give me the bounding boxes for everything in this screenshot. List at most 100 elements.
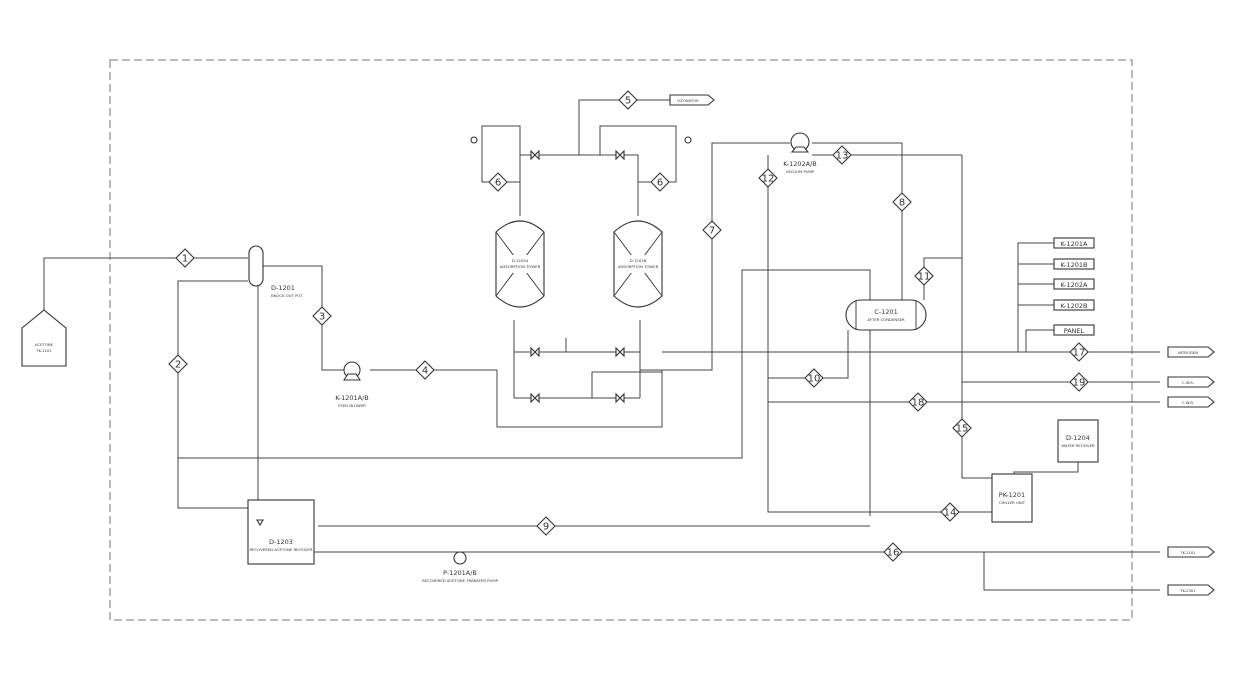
stream-number: 10	[808, 374, 821, 385]
transfer-pump-desc: RECOVERED ACETONE TRANSFER PUMP	[422, 578, 499, 583]
header-tag-k-1202b: K-1202B	[1053, 299, 1095, 311]
stream-marker-8: 8	[892, 192, 912, 212]
stream-number: 6	[657, 178, 663, 189]
stream-number: 14	[944, 508, 957, 519]
offpage-connectors: OZONATOR NITROGEN C.W.S. C.W.R. TK-1101 …	[669, 94, 1215, 596]
stream-number: 15	[956, 424, 969, 435]
receiver-desc: RECOVERED ACETONE RECEIVER	[250, 547, 313, 552]
stream-marker-4: 4	[415, 360, 435, 380]
header-tag-panel: PANEL	[1053, 324, 1095, 336]
stream-marker-12: 12	[758, 168, 778, 188]
receiver-tag: D-1203	[269, 538, 293, 546]
offpage-out2: TK-2301	[1167, 584, 1215, 596]
offpage-vent-label: OZONATOR	[677, 98, 699, 103]
offpage-nitrogen: NITROGEN	[1167, 346, 1215, 358]
header-tag-label: K-1201B	[1061, 261, 1088, 269]
stream-number: 7	[709, 226, 715, 237]
stream-number: 19	[1073, 378, 1086, 389]
offpage-cws-label: C.W.S.	[1182, 380, 1194, 385]
offpage-vent: OZONATOR	[669, 94, 715, 106]
valve-set	[470, 136, 692, 404]
recovered-acetone-receiver: D-1203 RECOVERED ACETONE RECEIVER	[247, 499, 315, 565]
stream-number: 16	[887, 548, 900, 559]
feed-blower-tag: K-1201A/B	[335, 394, 369, 402]
stream-number: 13	[836, 151, 849, 162]
stream-marker-15: 15	[952, 418, 972, 438]
stream-marker-9: 9	[536, 516, 556, 536]
battery-limit-boundary	[109, 59, 1133, 621]
vacuum-pump-desc: VACUUM PUMP	[786, 169, 815, 174]
stream-marker-11: 11	[914, 266, 934, 286]
after-condenser: C-1201 AFTER CONDENSER	[845, 299, 927, 331]
knock-out-pot: D-1201 KNOCK OUT POT	[248, 245, 303, 298]
stream-number: 1	[182, 254, 188, 265]
condenser-desc: AFTER CONDENSER	[867, 317, 905, 322]
header-tag-label: K-1202A	[1061, 281, 1088, 289]
adsorption-a-desc: ADSORPTION TOWER	[500, 264, 541, 269]
offpage-nitrogen-label: NITROGEN	[1178, 350, 1198, 355]
vacuum-pump-tag: K-1202A/B	[783, 160, 817, 168]
stream-number: 5	[625, 96, 631, 107]
knock-out-pot-desc: KNOCK OUT POT	[271, 293, 303, 298]
transfer-pump: P-1201A/B RECOVERED ACETONE TRANSFER PUM…	[422, 551, 499, 583]
adsorption-tower-a: D-1202A ADSORPTION TOWER	[495, 220, 545, 308]
nitrogen-header-tags: K-1201A K-1201B K-1202A K-1202B PANEL	[1053, 237, 1095, 336]
offpage-out2-label: TK-2301	[1179, 588, 1196, 593]
stream-marker-2: 2	[168, 354, 188, 374]
chiller-desc: CHILLER UNIT	[999, 500, 1026, 505]
stream-number: 12	[762, 174, 775, 185]
stream-marker-19: 19	[1069, 372, 1089, 392]
header-tag-label: PANEL	[1064, 327, 1085, 335]
piping	[43, 99, 1160, 591]
stream-marker-6: 6	[650, 172, 670, 192]
acetone-storage-tank: ACETONE TK-1101	[21, 309, 67, 367]
stream-marker-17: 17	[1069, 342, 1089, 362]
offpage-out1: TK-1101	[1167, 546, 1215, 558]
offpage-cwr: C.W.R.	[1167, 396, 1215, 408]
stream-marker-3: 3	[312, 306, 332, 326]
adsorption-a-tag: D-1202A	[512, 258, 529, 263]
stream-number: 18	[912, 398, 925, 409]
stream-number: 9	[543, 522, 549, 533]
stream-marker-13: 13	[832, 145, 852, 165]
stream-marker-18: 18	[908, 392, 928, 412]
chiller-unit: PK-1201 CHILLER UNIT	[991, 473, 1033, 523]
stream-marker-1: 1	[175, 248, 195, 268]
water-receiver-tag: D-1204	[1066, 434, 1090, 442]
stream-number: 3	[319, 312, 325, 323]
feed-blower-desc: FEED BLOWER	[338, 403, 366, 408]
header-tag-k-1202a: K-1202A	[1053, 278, 1095, 290]
stream-number: 4	[422, 366, 428, 377]
stream-marker-10: 10	[804, 368, 824, 388]
stream-number: 8	[899, 198, 905, 209]
header-tag-label: K-1201A	[1061, 240, 1088, 248]
adsorption-b-desc: ADSORPTION TOWER	[618, 264, 659, 269]
stream-marker-14: 14	[940, 502, 960, 522]
offpage-cws: C.W.S.	[1167, 376, 1215, 388]
transfer-pump-tag: P-1201A/B	[443, 569, 477, 577]
water-receiver: D-1204 WATER RECEIVER	[1057, 419, 1099, 463]
stream-marker-7: 7	[702, 220, 722, 240]
stream-marker-16: 16	[883, 542, 903, 562]
offpage-cwr-label: C.W.R.	[1182, 400, 1194, 405]
stream-number: 2	[175, 360, 181, 371]
stream-number: 11	[918, 272, 931, 283]
chiller-tag: PK-1201	[999, 491, 1025, 499]
adsorption-tower-b: D-1202B ADSORPTION TOWER	[613, 220, 663, 308]
stream-number: 17	[1073, 348, 1086, 359]
header-tag-label: K-1202B	[1061, 302, 1088, 310]
header-tag-k-1201b: K-1201B	[1053, 258, 1095, 270]
adsorption-b-tag: D-1202B	[630, 258, 647, 263]
knock-out-pot-tag: D-1201	[271, 284, 295, 292]
stream-number: 6	[495, 178, 501, 189]
feed-blower: K-1201A/B FEED BLOWER	[335, 361, 369, 408]
condenser-tag: C-1201	[874, 308, 897, 316]
offpage-out1-label: TK-1101	[1179, 550, 1196, 555]
header-tag-k-1201a: K-1201A	[1053, 237, 1095, 249]
stream-marker-5: 5	[618, 90, 638, 110]
water-receiver-desc: WATER RECEIVER	[1061, 443, 1095, 448]
stream-marker-6: 6	[488, 172, 508, 192]
vacuum-pump: K-1202A/B VACUUM PUMP	[783, 132, 817, 174]
